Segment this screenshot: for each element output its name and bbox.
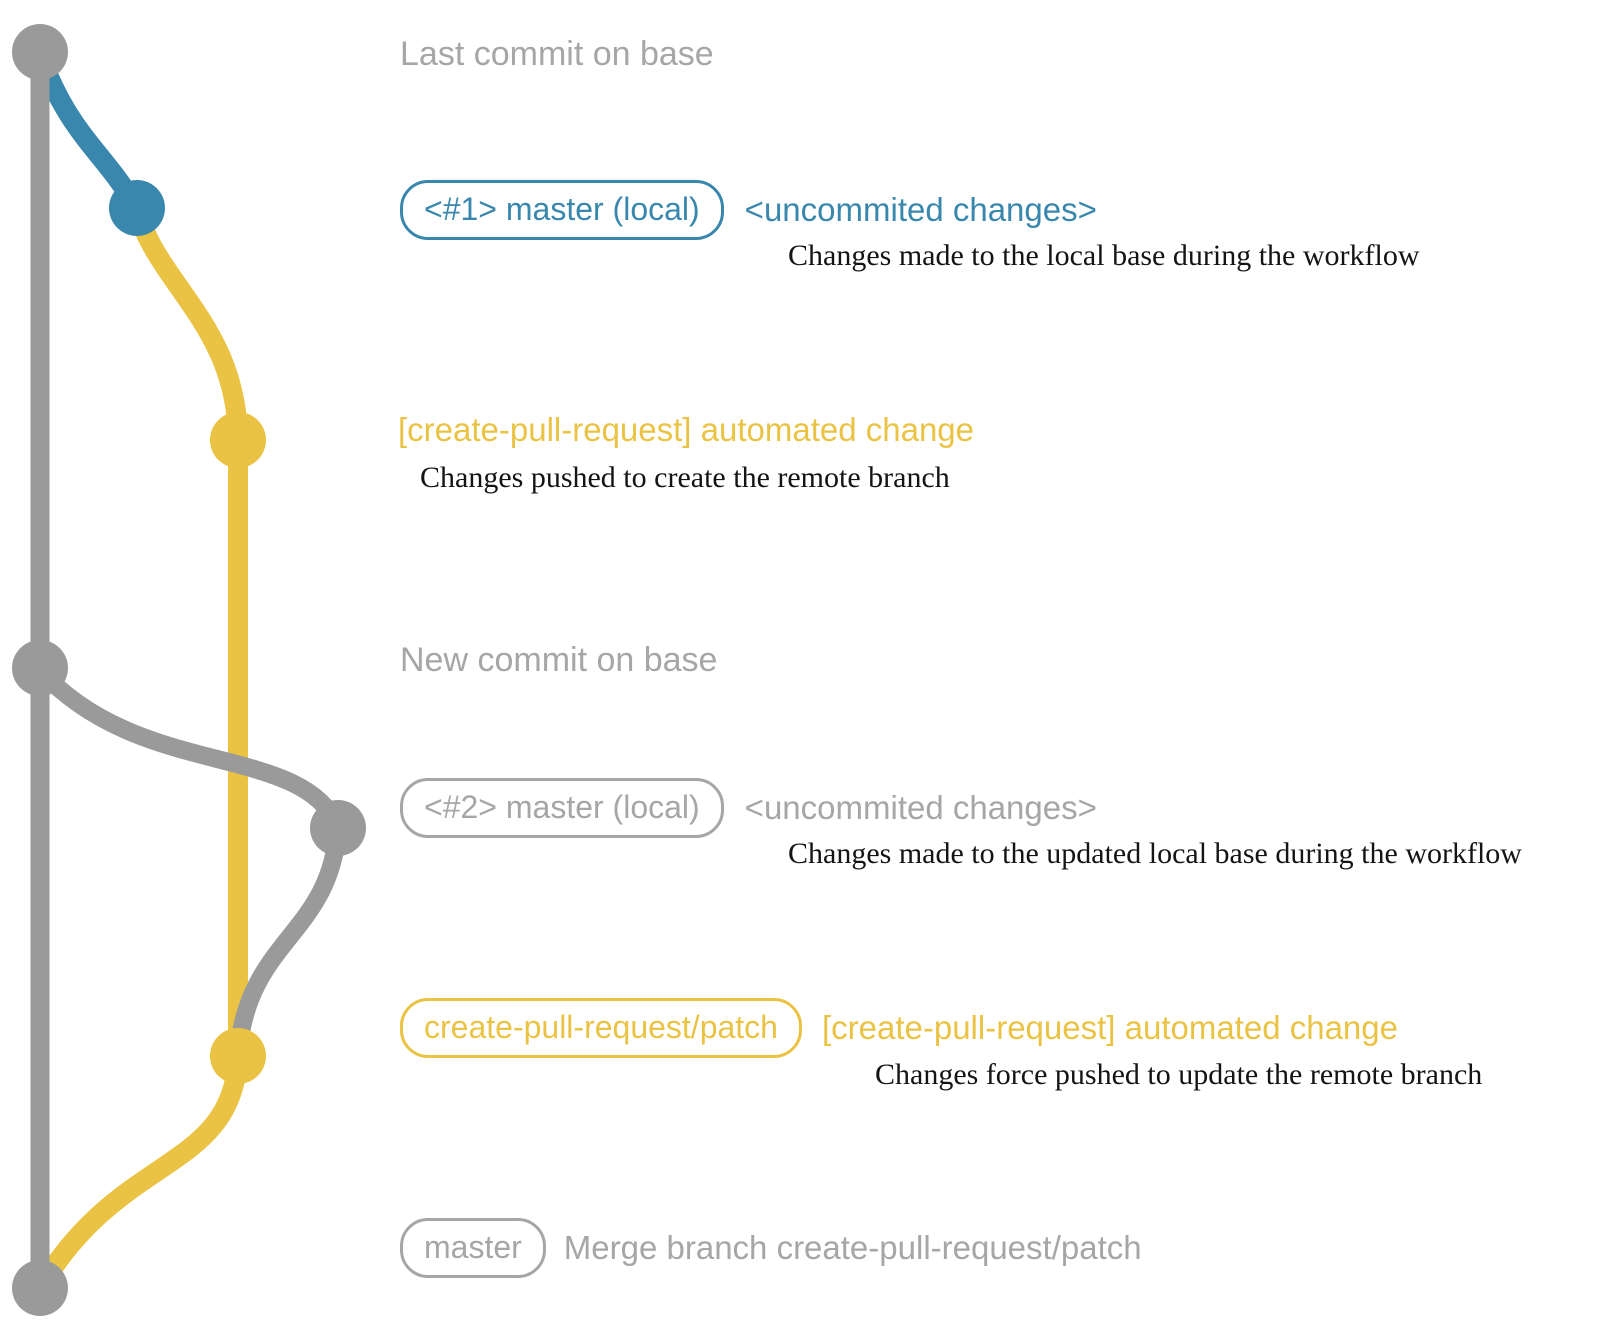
commit-row-local-2: <#2> master (local) <uncommited changes> <box>400 778 1097 838</box>
commit-dot-new-base <box>12 640 68 696</box>
commit-message-automated-1: [create-pull-request] automated change <box>398 411 975 448</box>
commit-message-automated-2: [create-pull-request] automated change <box>821 1009 1398 1046</box>
commit-dot-patch-1 <box>210 412 266 468</box>
branch-curve-gray-out <box>31 661 347 835</box>
commit-description-local-2: Changes made to the updated local base d… <box>788 837 1522 870</box>
branch-badge-create-pull-request-patch: create-pull-request/patch <box>400 998 802 1058</box>
commit-label-last-base: Last commit on base <box>400 35 714 73</box>
commit-description-automated-1: Changes pushed to create the remote bran… <box>420 461 950 494</box>
commit-dot-local-1 <box>109 180 165 236</box>
branch-curve-yellow-upper <box>127 200 248 448</box>
commit-dot-patch-2 <box>210 1028 266 1084</box>
commit-description-local-1: Changes made to the local base during th… <box>788 239 1420 272</box>
commit-dot-local-2 <box>310 800 366 856</box>
branch-curve-blue <box>30 45 146 216</box>
commit-dot-merge <box>12 1260 68 1316</box>
commit-row-patch: create-pull-request/patch [create-pull-r… <box>400 998 1398 1058</box>
commit-dot-last-base <box>12 24 68 80</box>
merge-curve-yellow <box>32 1046 248 1295</box>
branch-badge-master: master <box>400 1218 546 1278</box>
branch-badge-master-local-1: <#1> master (local) <box>400 180 724 240</box>
branch-badge-master-local-2: <#2> master (local) <box>400 778 724 838</box>
commit-message-uncommited-2: <uncommited changes> <box>744 789 1097 826</box>
commit-row-local-1: <#1> master (local) <uncommited changes> <box>400 180 1097 240</box>
commit-row-merge: master Merge branch create-pull-request/… <box>400 1218 1142 1278</box>
commit-label-new-base: New commit on base <box>400 641 718 679</box>
branch-curve-gray-in <box>229 819 347 1063</box>
commit-message-uncommited-1: <uncommited changes> <box>744 191 1097 228</box>
commit-description-automated-2: Changes force pushed to update the remot… <box>875 1058 1483 1091</box>
commit-message-merge: Merge branch create-pull-request/patch <box>563 1229 1142 1266</box>
